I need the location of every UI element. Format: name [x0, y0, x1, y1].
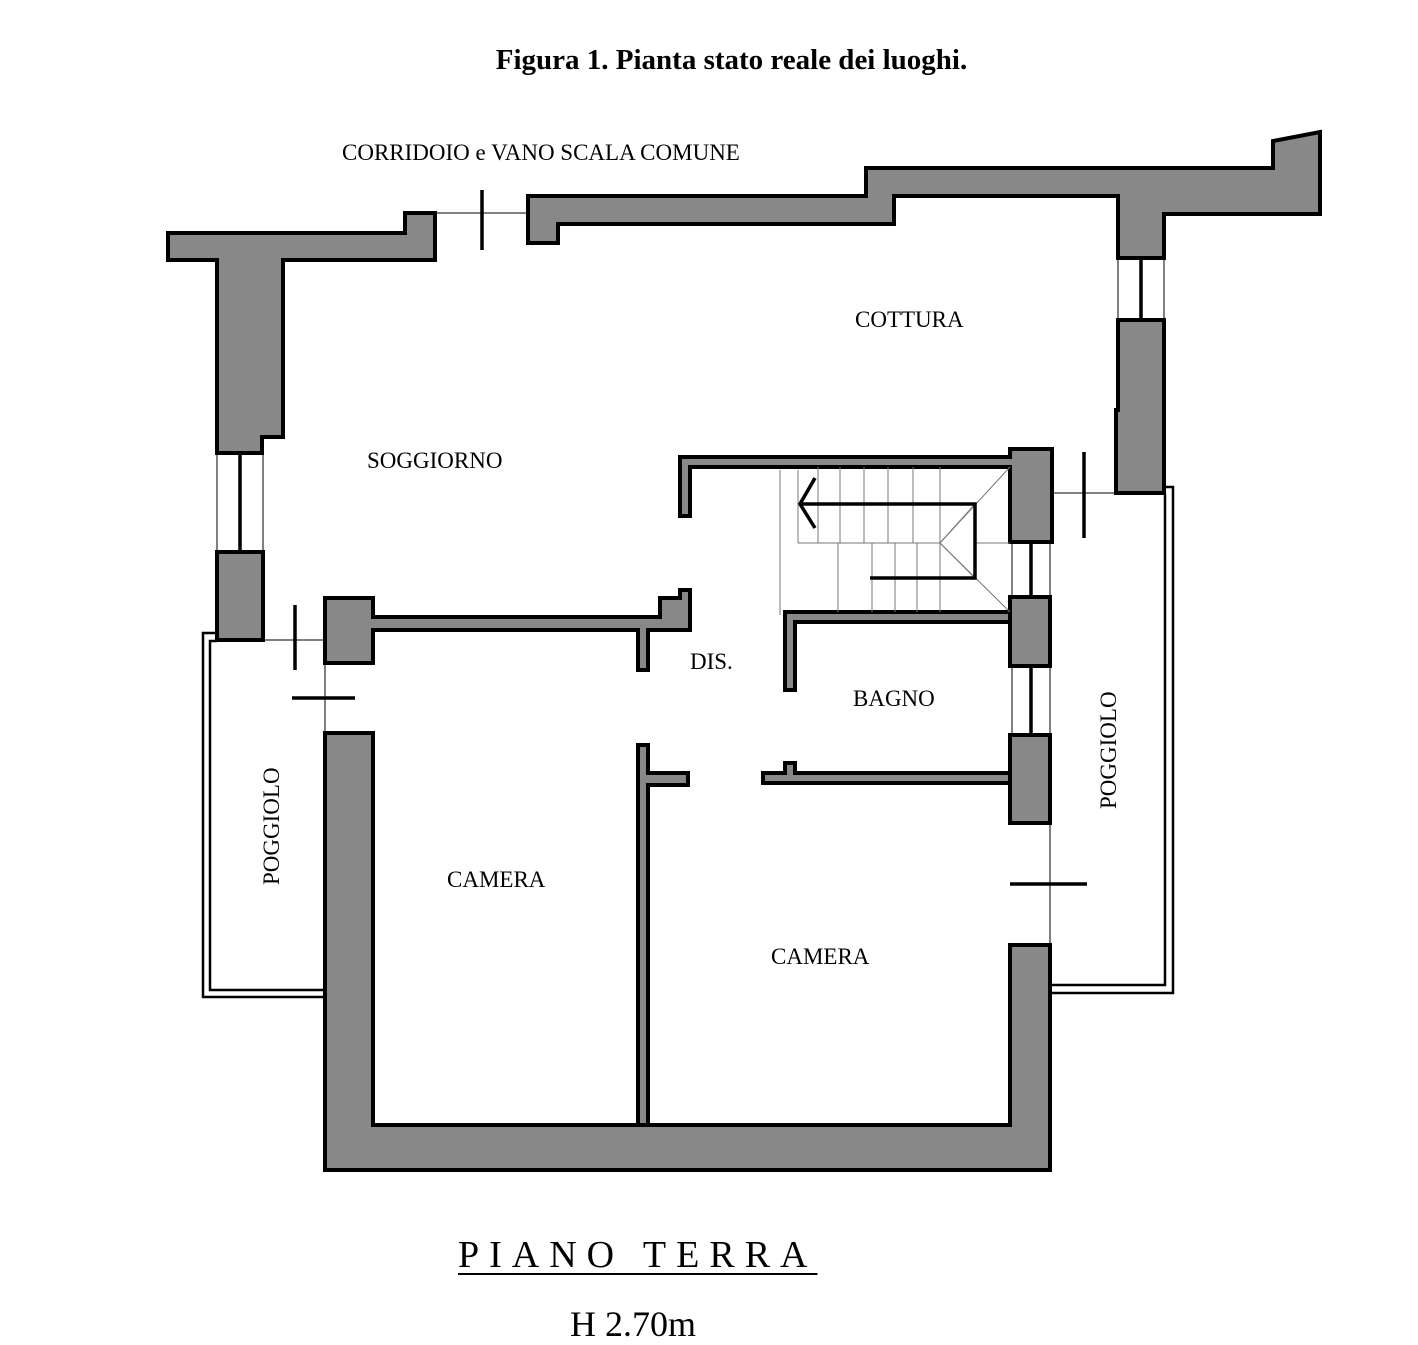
- ceiling-height: H 2.70m: [570, 1304, 696, 1344]
- label-kitchen: COTTURA: [855, 307, 964, 332]
- wall-left-pier: [215, 550, 265, 642]
- label-balcony-right: POGGIOLO: [1096, 691, 1121, 809]
- entrance-door: [435, 190, 528, 250]
- door-living-balcony: [263, 605, 325, 670]
- label-corridor: CORRIDOIO e VANO SCALA COMUNE: [342, 140, 740, 165]
- window-kitchen: [1117, 258, 1165, 320]
- floor-label: PIANO TERRA: [458, 1234, 818, 1276]
- wall-right-pier: [1114, 318, 1166, 495]
- label-hall: DIS.: [690, 649, 733, 674]
- wall-bath-bottom: [761, 761, 1012, 785]
- door-bedroom-right-balcony: [1010, 823, 1087, 945]
- staircase: [779, 466, 1011, 615]
- door-bedroom-left-balcony: [292, 663, 355, 733]
- wall-stair-bath: [783, 610, 1012, 692]
- window-stair: [1011, 542, 1051, 597]
- stair-arrow-icon: [797, 477, 817, 529]
- window-left: [216, 453, 264, 552]
- balcony-right-railing: [1050, 485, 1175, 995]
- window-bath: [1011, 666, 1051, 735]
- label-balcony-left: POGGIOLO: [259, 767, 284, 885]
- wall-pier-bath-1: [1008, 595, 1052, 668]
- label-living: SOGGIORNO: [367, 448, 502, 473]
- wall-stair-enclosure: [678, 447, 1054, 544]
- wall-living-bedroom: [323, 588, 692, 672]
- balcony-left-railing: [201, 631, 325, 999]
- figure-title: Figura 1. Pianta stato reale dei luoghi.: [495, 44, 968, 76]
- label-bedroom-right: CAMERA: [771, 944, 870, 969]
- door-kitchen-balcony: [1052, 452, 1118, 538]
- label-bedroom-left: CAMERA: [447, 867, 546, 892]
- wall-top-left: [166, 211, 437, 455]
- wall-outer-bottom: [323, 731, 1052, 1172]
- wall-pier-bath-2: [1008, 733, 1052, 825]
- label-bathroom: BAGNO: [853, 686, 935, 711]
- wall-bedroom-divider: [636, 743, 690, 1127]
